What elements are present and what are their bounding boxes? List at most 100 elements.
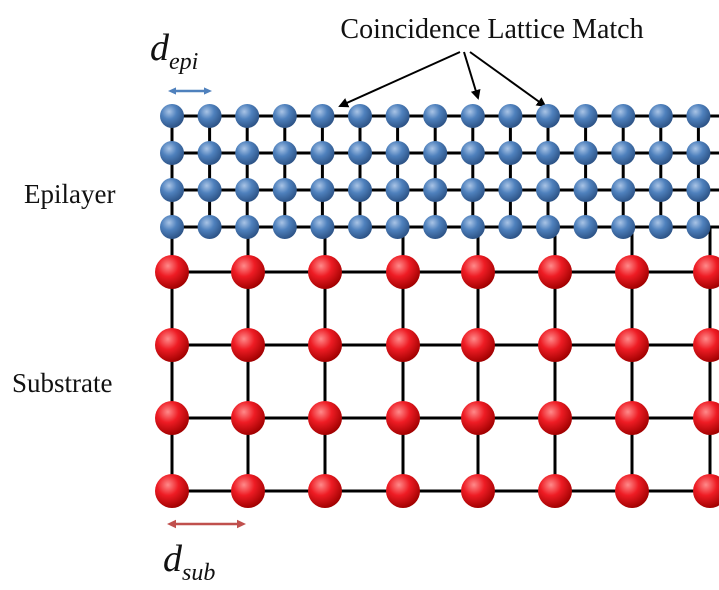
- epilayer-atom: [686, 178, 711, 202]
- substrate-atom: [386, 474, 420, 508]
- substrate-atom: [155, 328, 189, 362]
- epilayer-atom: [686, 141, 711, 165]
- substrate-atoms: [155, 255, 719, 508]
- epilayer-atom: [235, 104, 260, 128]
- pointer-arrow-middle: [463, 51, 481, 100]
- d-epi-main: d: [150, 27, 170, 69]
- epilayer-atom: [573, 215, 598, 239]
- epilayer-atom: [272, 104, 297, 128]
- epilayer-atom: [686, 215, 711, 239]
- substrate-atom: [461, 255, 495, 289]
- title-label: Coincidence Lattice Match: [340, 14, 643, 45]
- epilayer-atom: [310, 104, 335, 128]
- epilayer-atom: [423, 104, 448, 128]
- substrate-atom: [231, 255, 265, 289]
- epilayer-atom: [310, 178, 335, 202]
- substrate-atom: [693, 474, 719, 508]
- substrate-atom: [231, 474, 265, 508]
- epilayer-atom: [385, 215, 410, 239]
- epilayer-atom: [611, 215, 636, 239]
- epi-spacing-arrow: [168, 87, 212, 95]
- epilayer-atom: [423, 178, 448, 202]
- epilayer-atom: [423, 141, 448, 165]
- epilayer-atom: [235, 178, 260, 202]
- substrate-atom: [155, 255, 189, 289]
- epilayer-atom: [160, 141, 184, 165]
- epilayer-atom: [348, 178, 372, 202]
- substrate-atom: [231, 401, 265, 435]
- epi-arrow-head-right: [204, 87, 212, 95]
- epilayer-label: Epilayer: [24, 179, 115, 209]
- epilayer-atom: [573, 104, 598, 128]
- svg-text:dsub: dsub: [163, 538, 215, 585]
- d-epi-subscript: epi: [169, 49, 198, 75]
- epilayer-atoms: [160, 104, 711, 239]
- substrate-atom: [461, 328, 495, 362]
- d-sub-subscript: sub: [182, 560, 215, 585]
- substrate-atom: [155, 401, 189, 435]
- d-sub-label: dsub: [163, 538, 215, 586]
- pointer-arrow-left: [338, 51, 461, 108]
- substrate-atom: [308, 328, 342, 362]
- epilayer-atom: [235, 141, 260, 165]
- substrate-atom: [155, 474, 189, 508]
- epilayer-atom: [197, 178, 222, 202]
- substrate-atom: [308, 474, 342, 508]
- epilayer-atom: [460, 104, 485, 128]
- epilayer-atom: [611, 178, 636, 202]
- epilayer-atom: [197, 215, 222, 239]
- epilayer-atom: [197, 141, 222, 165]
- epilayer-atom: [385, 178, 410, 202]
- epilayer-atom: [160, 104, 184, 128]
- epilayer-atom: [272, 215, 297, 239]
- epilayer-atom: [460, 215, 485, 239]
- substrate-atom: [386, 328, 420, 362]
- substrate-atom: [386, 401, 420, 435]
- substrate-atom: [693, 401, 719, 435]
- epi-arrow-head-left: [168, 87, 176, 95]
- epilayer-atom: [385, 141, 410, 165]
- substrate-atom: [615, 328, 649, 362]
- epilayer-atom: [573, 178, 598, 202]
- substrate-atom: [461, 401, 495, 435]
- epilayer-atom: [348, 104, 372, 128]
- epilayer-atom: [385, 104, 410, 128]
- epilayer-atom: [648, 215, 673, 239]
- epilayer-atom: [460, 178, 485, 202]
- substrate-atom: [538, 328, 572, 362]
- epilayer-atom: [310, 215, 335, 239]
- substrate-atom: [615, 255, 649, 289]
- sub-arrow-head-right: [237, 519, 246, 529]
- epilayer-atom: [197, 104, 222, 128]
- substrate-atom: [693, 255, 719, 289]
- epilayer-atom: [235, 215, 260, 239]
- d-epi-label: depi: [150, 27, 198, 75]
- sub-spacing-arrow: [167, 519, 246, 529]
- sub-arrow-head-left: [167, 519, 176, 529]
- epilayer-atom: [348, 215, 372, 239]
- epilayer-atom: [348, 141, 372, 165]
- substrate-atom: [461, 474, 495, 508]
- epilayer-atom: [160, 178, 184, 202]
- substrate-atom: [615, 474, 649, 508]
- substrate-atom: [538, 255, 572, 289]
- d-sub-main: d: [163, 538, 183, 580]
- substrate-atom: [538, 474, 572, 508]
- substrate-atom: [231, 328, 265, 362]
- epilayer-atom: [460, 141, 485, 165]
- epilayer-atom: [272, 178, 297, 202]
- epilayer-bonds: [170, 114, 719, 229]
- epilayer-atom: [498, 215, 523, 239]
- substrate-atom: [308, 255, 342, 289]
- epilayer-atom: [536, 141, 560, 165]
- epilayer-atom: [536, 178, 560, 202]
- epilayer-atom: [686, 104, 711, 128]
- pointer-arrows: [338, 51, 547, 108]
- substrate-atom: [693, 328, 719, 362]
- substrate-atom: [615, 401, 649, 435]
- substrate-atom: [538, 401, 572, 435]
- epilayer-atom: [648, 178, 673, 202]
- epilayer-atom: [272, 141, 297, 165]
